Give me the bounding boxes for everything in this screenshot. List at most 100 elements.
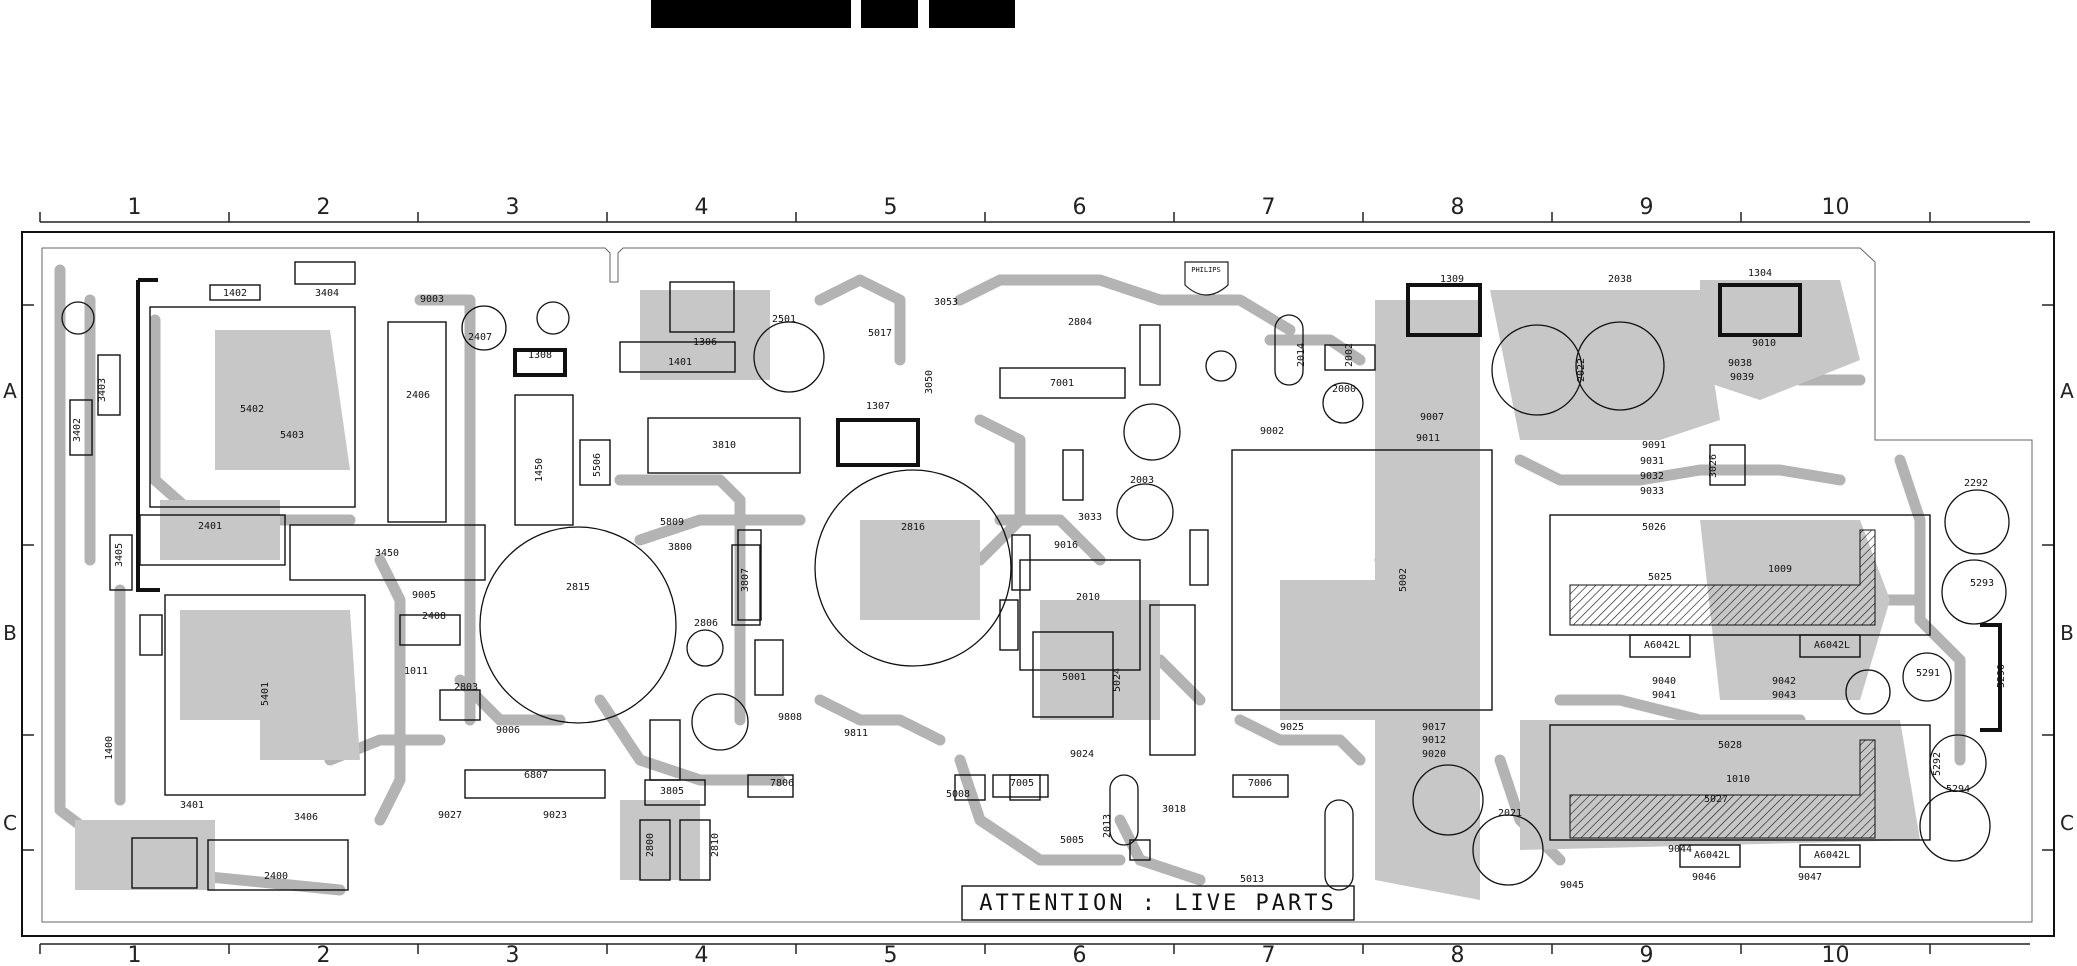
component-label-1011: 1011 [404,666,428,677]
component-label-9003: 9003 [420,294,444,305]
component-label-3401: 3401 [180,800,204,811]
component-label-2816: 2816 [901,522,925,533]
ruler-column-bottom: 4 [695,943,709,966]
component-label-9023: 9023 [543,810,567,821]
ruler-column-top: 7 [1262,195,1276,220]
svg-text:PHILIPS: PHILIPS [1191,266,1221,274]
component-label-9045: 9045 [1560,880,1584,891]
board-frame [21,231,2055,937]
component-label-9041: 9041 [1652,690,1676,701]
component-label-2501: 2501 [772,314,796,325]
ruler-row-left: C [3,811,17,835]
component-label-5292: 5292 [1932,752,1943,776]
ruler-row-right: A [2060,379,2074,403]
component-label-9040: 9040 [1652,676,1676,687]
component-label-9024: 9024 [1070,749,1094,760]
component-label-5291: 5291 [1916,668,1940,679]
component-label-2804: 2804 [1068,317,1092,328]
component-label-3402: 3402 [72,418,83,442]
ruler-column-top: 6 [1073,195,1087,220]
component-label-7005: 7005 [1010,778,1034,789]
component-label-1400: 1400 [104,736,115,760]
component-label-9027: 9027 [438,810,462,821]
component-outlines [69,261,1931,891]
ruler-column-top: 1 [128,195,142,220]
component-label-2803: 2803 [454,682,478,693]
board-outline [41,247,2033,923]
component-label-9032: 9032 [1640,471,1664,482]
component-label-9020: 9020 [1422,749,1446,760]
component-label-7806: 7806 [770,778,794,789]
component-label-9091: 9091 [1642,440,1666,451]
component-label-5001: 5001 [1062,672,1086,683]
ruler-column-bottom: 6 [1073,943,1087,966]
component-label-2022: 2022 [1576,358,1587,382]
ruler-column-bottom: 8 [1451,943,1465,966]
ruler-column-top: 8 [1451,195,1465,220]
ruler-row-right: B [2060,621,2074,645]
component-label-1401: 1401 [668,357,692,368]
ruler-column-top: 9 [1640,195,1654,220]
component-label-9007: 9007 [1420,412,1444,423]
component-label-3807: 3807 [740,568,751,592]
component-label-5005: 5005 [1060,835,1084,846]
component-label-3033: 3033 [1078,512,1102,523]
component-label-2002: 2002 [1344,343,1355,367]
philips-logo: PHILIPS [1184,261,1229,296]
component-label-3405: 3405 [114,543,125,567]
ruler-row-left: B [3,621,17,645]
live-parts-warning: ATTENTION : LIVE PARTS [961,885,1355,921]
header-block-2 [861,0,918,28]
component-label-9016: 9016 [1054,540,1078,551]
component-label-3050: 3050 [924,370,935,394]
component-label-1306: 1306 [693,337,717,348]
component-label-9043: 9043 [1772,690,1796,701]
ruler-column-top: 5 [884,195,898,220]
component-label-9006: 9006 [496,725,520,736]
capacitor-circles [61,301,2010,886]
component-label-2407: 2407 [468,332,492,343]
ruler-column-bottom: 10 [1822,943,1850,966]
component-label-9038: 9038 [1728,358,1752,369]
component-label-5809: 5809 [660,517,684,528]
component-label-5506: 5506 [592,453,603,477]
component-label-2021: 2021 [1498,808,1522,819]
header-block-3 [929,0,1015,28]
component-label-5028: 5028 [1718,740,1742,751]
top-ruler [40,221,2030,945]
component-label-2292: 2292 [1964,478,1988,489]
component-label-1308: 1308 [528,350,552,361]
component-label-5017: 5017 [868,328,892,339]
component-label-5024: 5024 [1112,668,1123,692]
component-label-1010: 1010 [1726,774,1750,785]
component-label-3810: 3810 [712,440,736,451]
component-label-9010: 9010 [1752,338,1776,349]
ruler-row-left: A [3,379,17,403]
component-label-5002: 5002 [1398,568,1409,592]
component-label-2401: 2401 [198,521,222,532]
component-label-9005: 9005 [412,590,436,601]
component-label-2400: 2400 [264,871,288,882]
component-label-1402: 1402 [223,288,247,299]
component-label-7006: 7006 [1248,778,1272,789]
component-label-9039: 9039 [1730,372,1754,383]
component-label-3018: 3018 [1162,804,1186,815]
component-label-5027: 5027 [1704,794,1728,805]
component-label-9031: 9031 [1640,456,1664,467]
ruler-column-bottom: 5 [884,943,898,966]
ruler-column-bottom: 7 [1262,943,1276,966]
ruler-column-bottom: 2 [317,943,331,966]
component-label-a6042l: A6042L [1814,850,1850,861]
ruler-column-top: 3 [506,195,520,220]
component-label-2810: 2810 [710,833,721,857]
ruler-column-top: 10 [1822,195,1850,220]
component-label-2800: 2800 [645,833,656,857]
component-label-3026: 3026 [1708,454,1719,478]
component-label-9811: 9811 [844,728,868,739]
component-label-2815: 2815 [566,582,590,593]
component-label-9012: 9012 [1422,735,1446,746]
component-label-1304: 1304 [1748,268,1772,279]
component-label-2003: 2003 [1130,475,1154,486]
heatsink-brackets [136,278,2002,732]
